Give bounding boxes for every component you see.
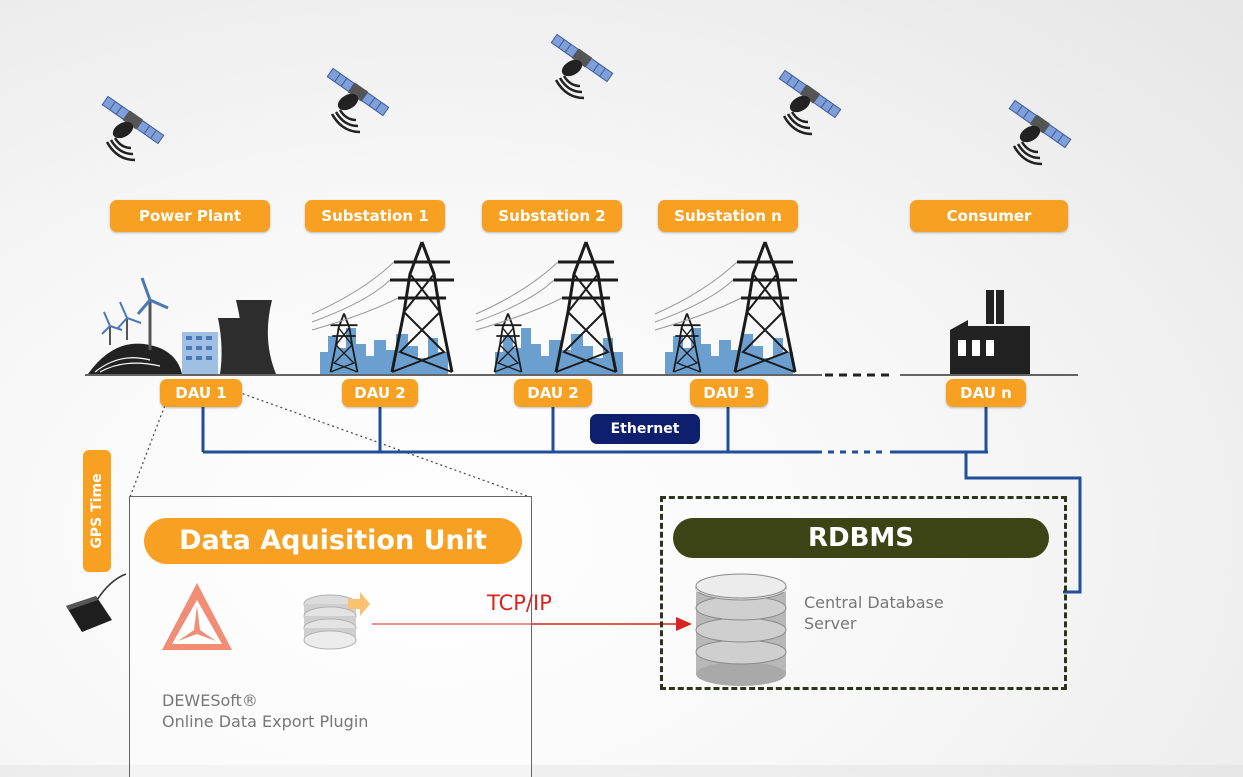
gps-time-badge: GPS Time: [83, 450, 111, 572]
server-label-line2: Server: [804, 614, 857, 633]
dau-n-badge: DAU n: [946, 379, 1026, 407]
satellite-icon: [777, 68, 843, 136]
zoom-line: [237, 391, 531, 498]
dau-2-badge: DAU 2: [342, 379, 418, 407]
substation-1-icon: [310, 240, 456, 374]
dau-1-badge: DAU 1: [160, 379, 242, 407]
dau-3-badge: DAU 3: [690, 379, 768, 407]
substation-2-icon: [474, 240, 623, 374]
plugin-vendor-text: DEWESoft®: [162, 691, 258, 710]
gps-antenna-icon: [66, 573, 127, 632]
rdbms-title: RDBMS: [673, 518, 1049, 558]
gps-time-label: GPS Time: [89, 473, 105, 549]
satellite-icon: [325, 66, 391, 134]
ethernet-badge: Ethernet: [590, 414, 700, 444]
satellite-icon: [1007, 98, 1073, 166]
central-database-icon: [695, 573, 787, 686]
site-consumer: Consumer: [910, 200, 1068, 232]
factory-icon: [950, 290, 1030, 374]
plugin-label: DEWESoft® Online Data Export Plugin: [162, 690, 368, 732]
substation-n-icon: [653, 240, 799, 374]
tcp-ip-arrowhead: [676, 617, 692, 631]
ethernet-bus: [201, 406, 1082, 594]
site-substation-n: Substation n: [658, 200, 798, 232]
site-power-plant: Power Plant: [110, 200, 270, 232]
plugin-name-text: Online Data Export Plugin: [162, 712, 369, 731]
site-substation-2: Substation 2: [482, 200, 622, 232]
satellite-icon: [100, 94, 166, 162]
satellite-icon: [549, 32, 615, 100]
export-database-icon: [303, 592, 370, 650]
rdbms-panel: [660, 496, 1067, 690]
zoom-line: [129, 391, 171, 498]
tcp-ip-label: TCP/IP: [487, 591, 552, 615]
dewesoft-logo-icon: [162, 583, 232, 650]
dau-detail-title: Data Aquisition Unit: [144, 518, 522, 564]
site-substation-1: Substation 1: [305, 200, 445, 232]
dau-2b-badge: DAU 2: [514, 379, 592, 407]
server-label: Central Database Server: [804, 592, 944, 634]
server-label-line1: Central Database: [804, 593, 944, 612]
power-plant-icon: [88, 277, 276, 374]
